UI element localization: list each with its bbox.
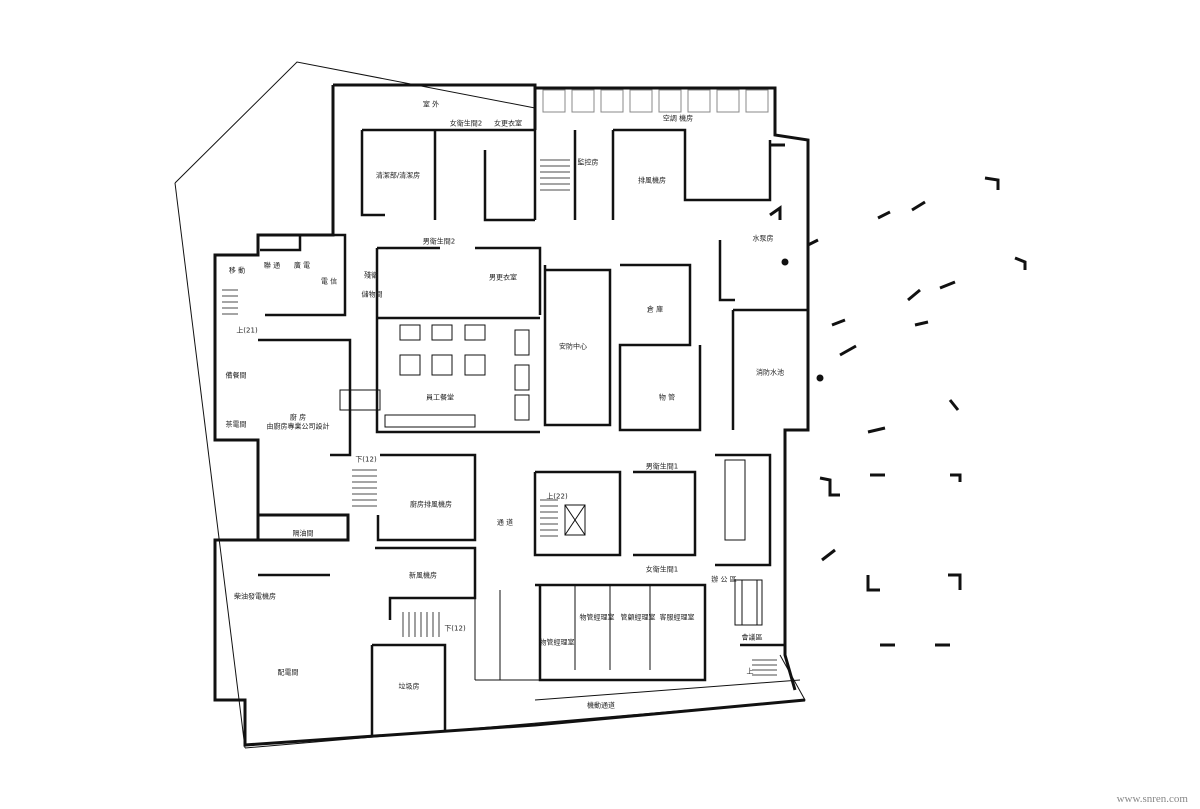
site-boundary-left [174, 182, 246, 749]
site-boundary-bottom [244, 654, 806, 749]
room-label: 監控房 [577, 158, 599, 167]
room-label: 儲物間 [361, 290, 383, 299]
column [781, 258, 789, 266]
room-label: 新風機房 [409, 571, 437, 580]
room-label: 水泵房 [752, 234, 774, 243]
room-label: 移 動 [228, 266, 246, 275]
interior-walls [258, 128, 808, 735]
room-label: 殘衛 [364, 271, 378, 280]
stairs [222, 159, 777, 676]
room-label: 物 管 [658, 393, 676, 402]
plaza-columns [769, 143, 1027, 647]
room-label: 垃圾房 [398, 682, 420, 691]
room-label: 柴油發電機房 [234, 592, 276, 601]
room-label: 消防水池 [756, 368, 784, 377]
watermark: www.snren.com [1116, 793, 1188, 805]
room-label: 清潔部/清潔房 [375, 171, 421, 180]
room-label: 辦 公 區 [711, 575, 737, 584]
room-label: 廚 房 [289, 413, 307, 422]
room-label: 配電間 [277, 668, 299, 677]
room-label: 女更衣室 [494, 119, 522, 128]
room-label: 員工餐堂 [426, 393, 454, 402]
room-label: 客服經理室 [659, 613, 695, 622]
room-label: 茶電間 [225, 420, 247, 429]
room-label: 男衛生間1 [645, 462, 679, 471]
room-label: 安防中心 [559, 342, 587, 351]
room-label: 室 外 [422, 100, 440, 109]
room-label: 物管經理室 [579, 613, 615, 622]
stair-label: 下(12) [355, 455, 377, 464]
room-label: 廚房排風機房 [410, 500, 452, 509]
room-label: 物管經理室 [539, 638, 575, 647]
room-label: 聯 通 [263, 261, 281, 270]
room-label: 機動通道 [587, 701, 615, 710]
room-label: 通 道 [496, 518, 514, 527]
column [816, 374, 824, 382]
room-label: 廣 電 [293, 261, 311, 270]
room-label: 會議區 [741, 633, 763, 642]
partitions [339, 389, 801, 701]
room-label: 電 信 [320, 277, 338, 286]
ac-units [542, 89, 769, 113]
room-label: 女衛生間2 [449, 119, 483, 128]
site-boundary [174, 61, 536, 184]
room-label: 男衛生間2 [422, 237, 456, 246]
stair-label: 下(12) [444, 624, 466, 633]
room-label: 排風機房 [638, 176, 666, 185]
canteen-tables [384, 324, 758, 626]
stair-label: 上 [746, 667, 754, 676]
stair-label: 上(21) [236, 326, 258, 335]
stair-label: 上(22) [546, 492, 568, 501]
room-label: 管顧經理室 [620, 613, 656, 622]
room-label: 由廚房專業公司設計 [266, 422, 330, 431]
room-label: 女衛生間1 [645, 565, 679, 574]
room-label: 空調 機房 [662, 114, 694, 123]
room-label: 備餐間 [225, 371, 247, 380]
room-label: 倉 庫 [646, 305, 664, 314]
room-label: 隔油間 [292, 529, 314, 538]
room-label: 男更衣室 [489, 273, 517, 282]
